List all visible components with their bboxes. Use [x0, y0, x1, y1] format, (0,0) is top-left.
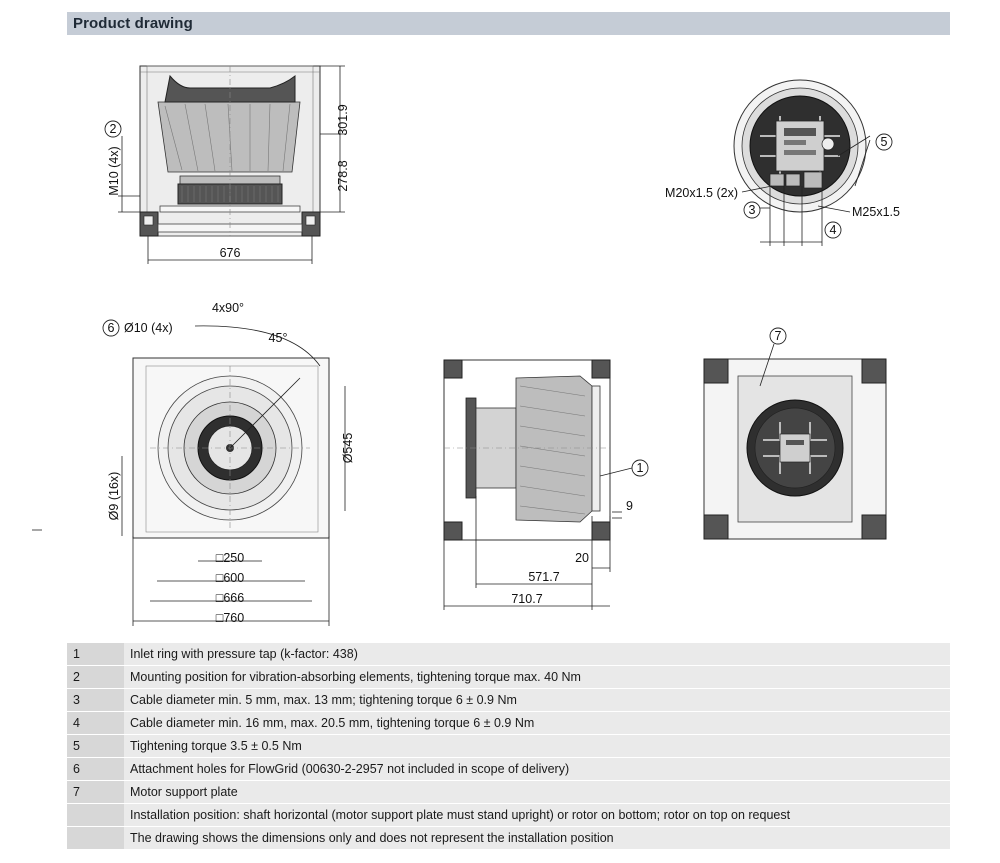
rear-view [703, 327, 887, 540]
dim-301-9: 301.9 [336, 104, 350, 135]
legend-num [67, 804, 124, 827]
callout-3: 3 [749, 203, 756, 217]
legend-text: Tightening torque 3.5 ± 0.5 Nm [124, 735, 950, 758]
legend-num: 1 [67, 643, 124, 666]
dim-sq250: □250 [216, 551, 244, 565]
dim-sq760: □760 [216, 611, 244, 625]
dim-545: Ø545 [341, 433, 355, 464]
callout-4: 4 [830, 223, 837, 237]
legend-text: Installation position: shaft horizontal … [124, 804, 950, 827]
dim-20: 20 [575, 551, 589, 565]
front-view [102, 319, 346, 626]
legend-num: 5 [67, 735, 124, 758]
dim-sq666: □666 [216, 591, 244, 605]
legend-text: Cable diameter min. 5 mm, max. 13 mm; ti… [124, 689, 950, 712]
dim-9: 9 [626, 499, 633, 513]
dim-m25: M25x1.5 [852, 205, 900, 219]
section-title: Product drawing [73, 15, 193, 32]
legend-num: 3 [67, 689, 124, 712]
callout-5: 5 [881, 135, 888, 149]
legend-num: 6 [67, 758, 124, 781]
dim-m10: M10 (4x) [107, 146, 121, 195]
side-view-top [104, 65, 345, 264]
legend-text: Attachment holes for FlowGrid (00630-2-2… [124, 758, 950, 781]
dim-hole-10: Ø10 (4x) [124, 321, 173, 335]
motor-detail-view [733, 79, 893, 246]
legend-num: 4 [67, 712, 124, 735]
callout-7: 7 [775, 329, 782, 343]
table-row: The drawing shows the dimensions only an… [67, 827, 950, 850]
dim-hole-9: Ø9 (16x) [107, 472, 121, 521]
legend-num: 2 [67, 666, 124, 689]
legend-text: Cable diameter min. 16 mm, max. 20.5 mm,… [124, 712, 950, 735]
legend-text: The drawing shows the dimensions only an… [124, 827, 950, 850]
product-drawing: 301.9 278.8 676 M10 (4x) 2 M20x1.5 (2x) … [32, 65, 900, 626]
callout-2: 2 [110, 122, 117, 136]
table-row: Installation position: shaft horizontal … [67, 804, 950, 827]
dim-676: 676 [220, 246, 241, 260]
dim-sq600: □600 [216, 571, 244, 585]
dim-710-7: 710.7 [511, 592, 542, 606]
callout-6: 6 [108, 321, 115, 335]
dim-angle-45: 45° [269, 331, 288, 345]
side-view-bottom [443, 359, 649, 610]
dim-278-8: 278.8 [336, 160, 350, 191]
legend-num [67, 827, 124, 850]
legend-text: Inlet ring with pressure tap (k-factor: … [124, 643, 950, 666]
legend-text: Motor support plate [124, 781, 950, 804]
legend-text: Mounting position for vibration-absorbin… [124, 666, 950, 689]
dim-571-7: 571.7 [528, 570, 559, 584]
dim-angle-4x90: 4x90° [212, 301, 244, 315]
dim-m20: M20x1.5 (2x) [665, 186, 738, 200]
callout-1: 1 [637, 461, 644, 475]
section-header: Product drawing [67, 12, 950, 35]
legend-num: 7 [67, 781, 124, 804]
